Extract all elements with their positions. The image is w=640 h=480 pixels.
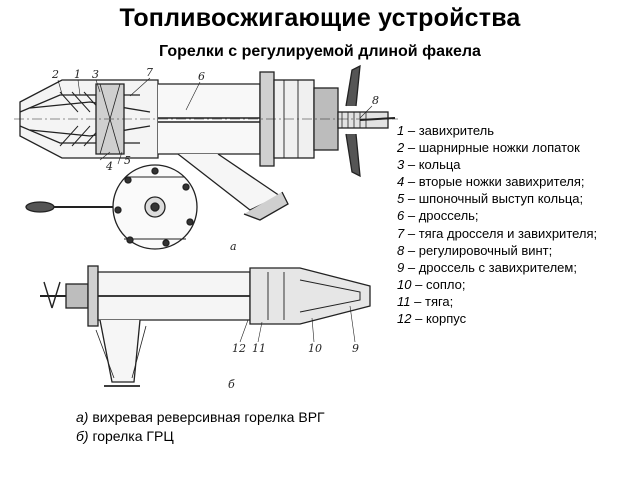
part-label-4: 4 <box>105 160 113 173</box>
part-label-8: 8 <box>372 94 379 107</box>
legend-item: 8 – регулировочный винт; <box>397 242 553 258</box>
part-label-1: 1 <box>74 68 81 81</box>
legend-item: 10 – сопло; <box>397 276 466 292</box>
part-label-7: 7 <box>146 66 153 79</box>
legend-item: 12 – корпус <box>397 311 467 327</box>
part-label-10: 10 <box>308 342 322 355</box>
figure-captions: а) вихревая реверсивная горелка ВРГ б) г… <box>76 408 325 446</box>
legend-item: 2 – шарнирные ножки лопаток <box>397 140 580 156</box>
view-label-a: а <box>230 240 237 253</box>
legend-item: 6 – дроссель; <box>397 208 479 224</box>
burner-grc-drawing <box>40 265 371 387</box>
part-label-6: 6 <box>198 70 205 83</box>
legend-item: 7 – тяга дросселя и завихрителя; <box>397 225 598 241</box>
legend-item: 9 – дроссель с завихрителем; <box>397 259 577 275</box>
part-label-11: 11 <box>252 342 266 355</box>
legend-item: 5 – шпоночный выступ кольца; <box>397 191 584 207</box>
page-title: Топливосжигающие устройства <box>119 4 521 32</box>
legend-item: 1 – завихритель <box>397 123 495 138</box>
view-label-b: б <box>228 378 235 391</box>
caption-b: б) горелка ГРЦ <box>76 428 174 444</box>
legend-item: 3 – кольца <box>397 157 461 173</box>
burner-vrg-drawing <box>14 64 398 250</box>
part-label-5: 5 <box>124 154 131 167</box>
parts-legend: 1 – завихритель 2 – шарнирные ножки лопа… <box>397 122 597 327</box>
part-label-9: 9 <box>352 342 359 355</box>
legend-item: 4 – вторые ножки завихрителя; <box>397 174 585 190</box>
page-subtitle: Горелки с регулируемой длиной факела <box>159 43 481 60</box>
legend-item: 11 – тяга; <box>397 293 454 309</box>
part-label-2: 2 <box>51 68 59 81</box>
caption-a: а) вихревая реверсивная горелка ВРГ <box>76 409 325 425</box>
part-label-12: 12 <box>232 342 246 355</box>
part-label-3: 3 <box>92 68 99 81</box>
